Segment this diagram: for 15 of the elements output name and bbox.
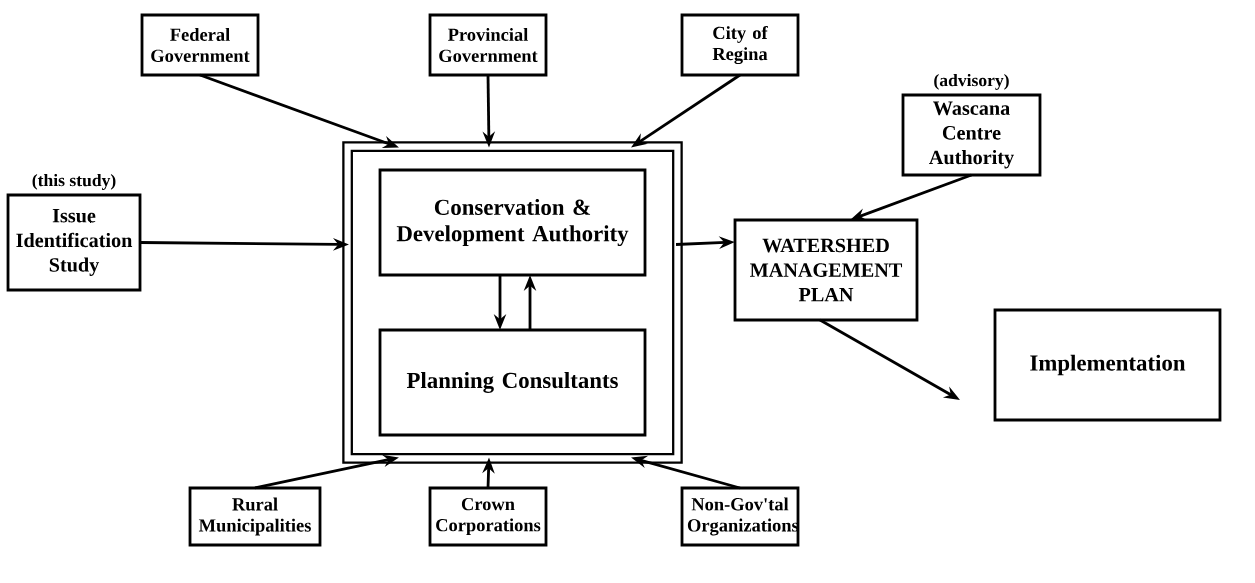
- process-box: Crown Corporations: [428, 486, 548, 547]
- process-box: Conservation & Development Authority: [378, 168, 647, 277]
- process-box: Rural Municipalities: [188, 486, 322, 547]
- process-box: WATERSHED MANAGEMENT PLAN: [733, 218, 919, 322]
- group-frame: [342, 141, 683, 464]
- annotation: (this study): [32, 173, 116, 190]
- process-box: Provincial Government: [428, 13, 548, 77]
- annotation: (advisory): [934, 73, 1009, 90]
- process-box: Implementation: [993, 308, 1222, 422]
- process-box: Wascana Centre Authority: [901, 93, 1042, 177]
- process-box: City of Regina: [680, 13, 800, 77]
- process-box: Federal Government: [140, 13, 260, 77]
- process-box: Non-Gov'tal Organizations: [680, 486, 800, 547]
- process-box: Planning Consultants: [378, 328, 647, 437]
- process-box: Issue Identification Study: [6, 193, 142, 292]
